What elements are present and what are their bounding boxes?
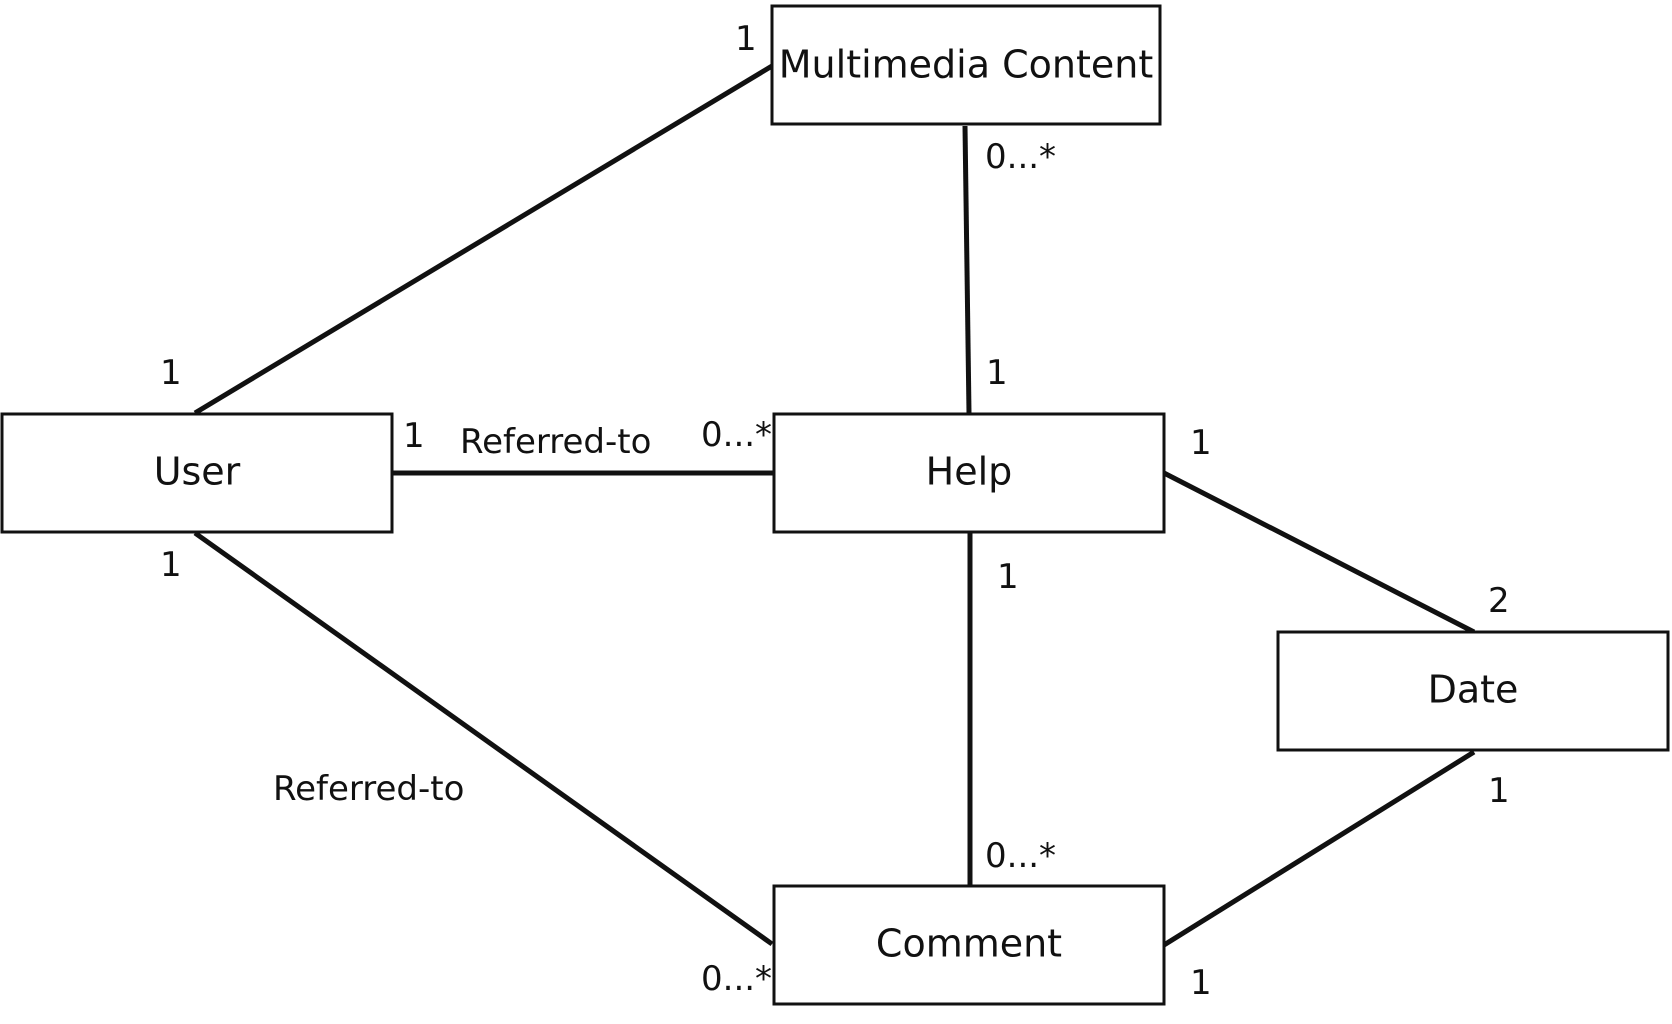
entity-date[interactable]: Date [1276,630,1670,752]
entity-multimedia-content[interactable]: Multimedia Content [770,4,1162,126]
entity-label-date: Date [1428,668,1519,712]
mult-user-help-at-user: 1 [403,416,425,456]
mult-user-comment-at-user: 1 [160,545,182,585]
mult-multimedia-help-at-multimedia: 0...* [985,137,1056,177]
mult-help-comment-at-help: 1 [997,557,1019,597]
mult-multimedia-help-at-help: 1 [986,353,1008,393]
mult-user-comment-at-comment: 0...* [701,959,772,999]
entity-label-help: Help [926,450,1013,494]
mult-user-multimedia-at-multimedia: 1 [735,19,757,59]
entity-label-multimedia: Multimedia Content [779,43,1153,87]
mult-help-date-at-date: 2 [1488,581,1510,621]
entity-comment[interactable]: Comment [772,884,1166,1006]
mult-date-comment-at-date: 1 [1488,771,1510,811]
entity-help[interactable]: Help [772,412,1166,534]
edge-date-comment [1162,749,1476,948]
edge-user-multimedia [193,63,774,416]
mult-user-help-at-help: 0...* [701,415,772,455]
edge-multimedia-help [962,125,972,414]
relation-label-user-help: Referred-to [460,422,651,462]
mult-user-multimedia-at-user: 1 [160,353,182,393]
mult-help-comment-at-comment: 0...* [985,836,1056,876]
relation-label-user-comment: Referred-to [273,769,464,809]
mult-help-date-at-help: 1 [1190,423,1212,463]
entity-label-user: User [154,450,241,494]
entity-label-comment: Comment [876,922,1062,966]
edge-user-comment [193,530,774,947]
mult-date-comment-at-comment: 1 [1190,963,1212,1003]
edge-help-date [1162,470,1476,635]
entity-user[interactable]: User [0,412,394,534]
